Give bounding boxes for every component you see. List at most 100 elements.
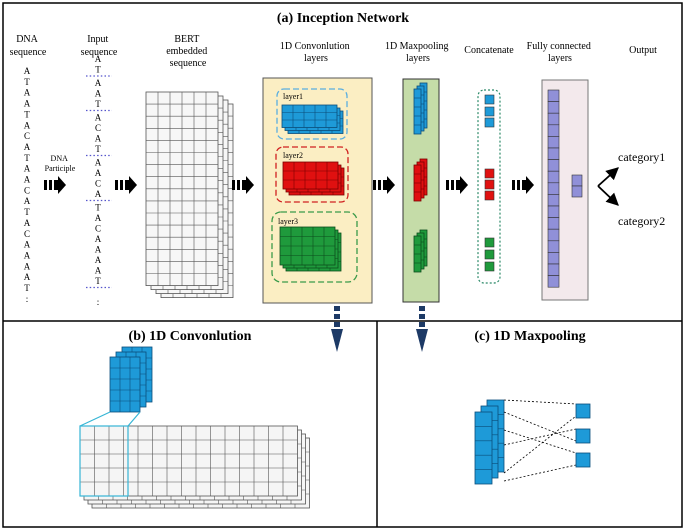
panel-b-connector-right bbox=[127, 411, 141, 427]
fc-neuron bbox=[547, 275, 560, 288]
panel-c-input-map bbox=[474, 399, 505, 485]
concat-cells bbox=[484, 94, 495, 272]
conv-layer3-box bbox=[271, 211, 358, 283]
panel-c-pool-link bbox=[503, 415, 577, 474]
dna-letter: T bbox=[24, 77, 30, 87]
dna-letter: A bbox=[24, 142, 31, 152]
output-category1: category1 bbox=[618, 150, 665, 164]
flow-arrow bbox=[446, 176, 468, 194]
concat-cell bbox=[484, 168, 495, 179]
input-letter: C bbox=[95, 123, 101, 133]
dna-letter: A bbox=[24, 272, 31, 282]
panel-b-connector-left bbox=[79, 411, 111, 427]
dna-letter: A bbox=[24, 88, 31, 98]
header-dna: DNA sequence bbox=[10, 34, 47, 58]
panel-b-convolution bbox=[79, 346, 310, 509]
dna-letter: : bbox=[26, 294, 29, 304]
conv-feature-maps bbox=[279, 104, 345, 272]
output-arrow-down bbox=[597, 185, 619, 206]
header-conv: 1D Convonlution layers bbox=[280, 41, 352, 64]
fc-neuron bbox=[547, 205, 560, 218]
input-letter: C bbox=[95, 224, 101, 234]
concat-cell bbox=[484, 237, 495, 248]
dna-letter: A bbox=[24, 250, 31, 260]
input-letter: T bbox=[95, 276, 101, 286]
fc-neurons bbox=[547, 89, 583, 288]
header-pool: 1D Maxpooling layers bbox=[385, 41, 451, 64]
fc-neuron bbox=[547, 124, 560, 137]
flow-arrow bbox=[373, 176, 395, 194]
header-fc: Fully connected layers bbox=[527, 41, 594, 64]
panel-c-pool-link bbox=[503, 411, 577, 442]
dna-letter: T bbox=[24, 109, 30, 119]
panel-c-maxpooling bbox=[474, 399, 591, 485]
fc-neuron bbox=[547, 112, 560, 126]
down-arrow-to-pool bbox=[416, 306, 428, 352]
fc-neuron bbox=[547, 228, 560, 242]
output-category2: category2 bbox=[618, 214, 665, 228]
panel-b-title: (b) 1D Convonlution bbox=[129, 329, 252, 344]
fc-neuron bbox=[547, 147, 560, 160]
dna-letter: A bbox=[24, 120, 31, 130]
conv-layer1-box bbox=[276, 88, 348, 140]
maxpool-feature-maps bbox=[413, 82, 428, 273]
flow-arrow bbox=[512, 176, 534, 194]
input-letter: A bbox=[95, 168, 102, 178]
panel-b-kernel bbox=[109, 346, 153, 413]
flow-arrow bbox=[232, 176, 254, 194]
panel-c-pool-link bbox=[503, 399, 577, 405]
dna-letter: A bbox=[24, 240, 31, 250]
input-letter: C bbox=[95, 179, 101, 189]
dna-letter: A bbox=[24, 261, 31, 271]
conv-map-layer1 bbox=[281, 104, 344, 134]
header-output: Output bbox=[629, 45, 657, 56]
input-letter: A bbox=[95, 89, 102, 99]
bert-embedding-stack bbox=[145, 91, 234, 299]
input-letter: A bbox=[95, 189, 102, 199]
input-letter: A bbox=[95, 213, 102, 223]
flow-arrow bbox=[115, 176, 137, 194]
participle-label: DNA Participle bbox=[45, 154, 76, 173]
fc-neuron bbox=[547, 136, 560, 149]
fc-neuron bbox=[547, 240, 560, 253]
panel-a-title: (a) Inception Network bbox=[277, 11, 409, 26]
input-letter: A bbox=[95, 234, 102, 244]
dna-letter: A bbox=[24, 218, 31, 228]
dna-letter: A bbox=[24, 175, 31, 185]
fc-neuron bbox=[571, 174, 583, 187]
concat-cell bbox=[484, 179, 495, 190]
concat-cell bbox=[484, 249, 495, 260]
conv-map-layer2 bbox=[282, 161, 345, 196]
dna-letter: A bbox=[24, 196, 31, 206]
fc-neuron bbox=[547, 182, 560, 195]
header-bert: BERT embedded sequence bbox=[166, 34, 210, 69]
panel-c-output-cell bbox=[575, 452, 591, 468]
conv-layer2-box bbox=[275, 146, 349, 203]
panel-c-output-cell bbox=[575, 403, 591, 419]
layer1-label: layer1 bbox=[283, 92, 303, 101]
input-letter: A bbox=[95, 78, 102, 88]
fc-neuron bbox=[547, 217, 560, 230]
fc-neuron bbox=[547, 194, 560, 207]
concat-cell bbox=[484, 94, 495, 105]
input-letter: A bbox=[95, 113, 102, 123]
pool-map-layer1 bbox=[413, 82, 428, 135]
header-concat: Concatenate bbox=[464, 45, 514, 56]
output-arrow-up bbox=[597, 167, 619, 187]
layer2-label: layer2 bbox=[283, 151, 303, 160]
panel-c-pool-link bbox=[503, 428, 577, 446]
input-letter: A bbox=[95, 54, 102, 64]
dna-letter: T bbox=[24, 283, 30, 293]
conv-map-layer3 bbox=[279, 226, 342, 272]
down-arrow-to-conv bbox=[331, 306, 343, 352]
panel-c-pool-link bbox=[503, 429, 577, 454]
pool-map-layer3 bbox=[413, 229, 428, 273]
concat-cell bbox=[484, 261, 495, 272]
dna-letter: A bbox=[24, 99, 31, 109]
flow-arrow bbox=[44, 176, 66, 194]
dna-letter: T bbox=[24, 207, 30, 217]
input-letter: A bbox=[95, 158, 102, 168]
